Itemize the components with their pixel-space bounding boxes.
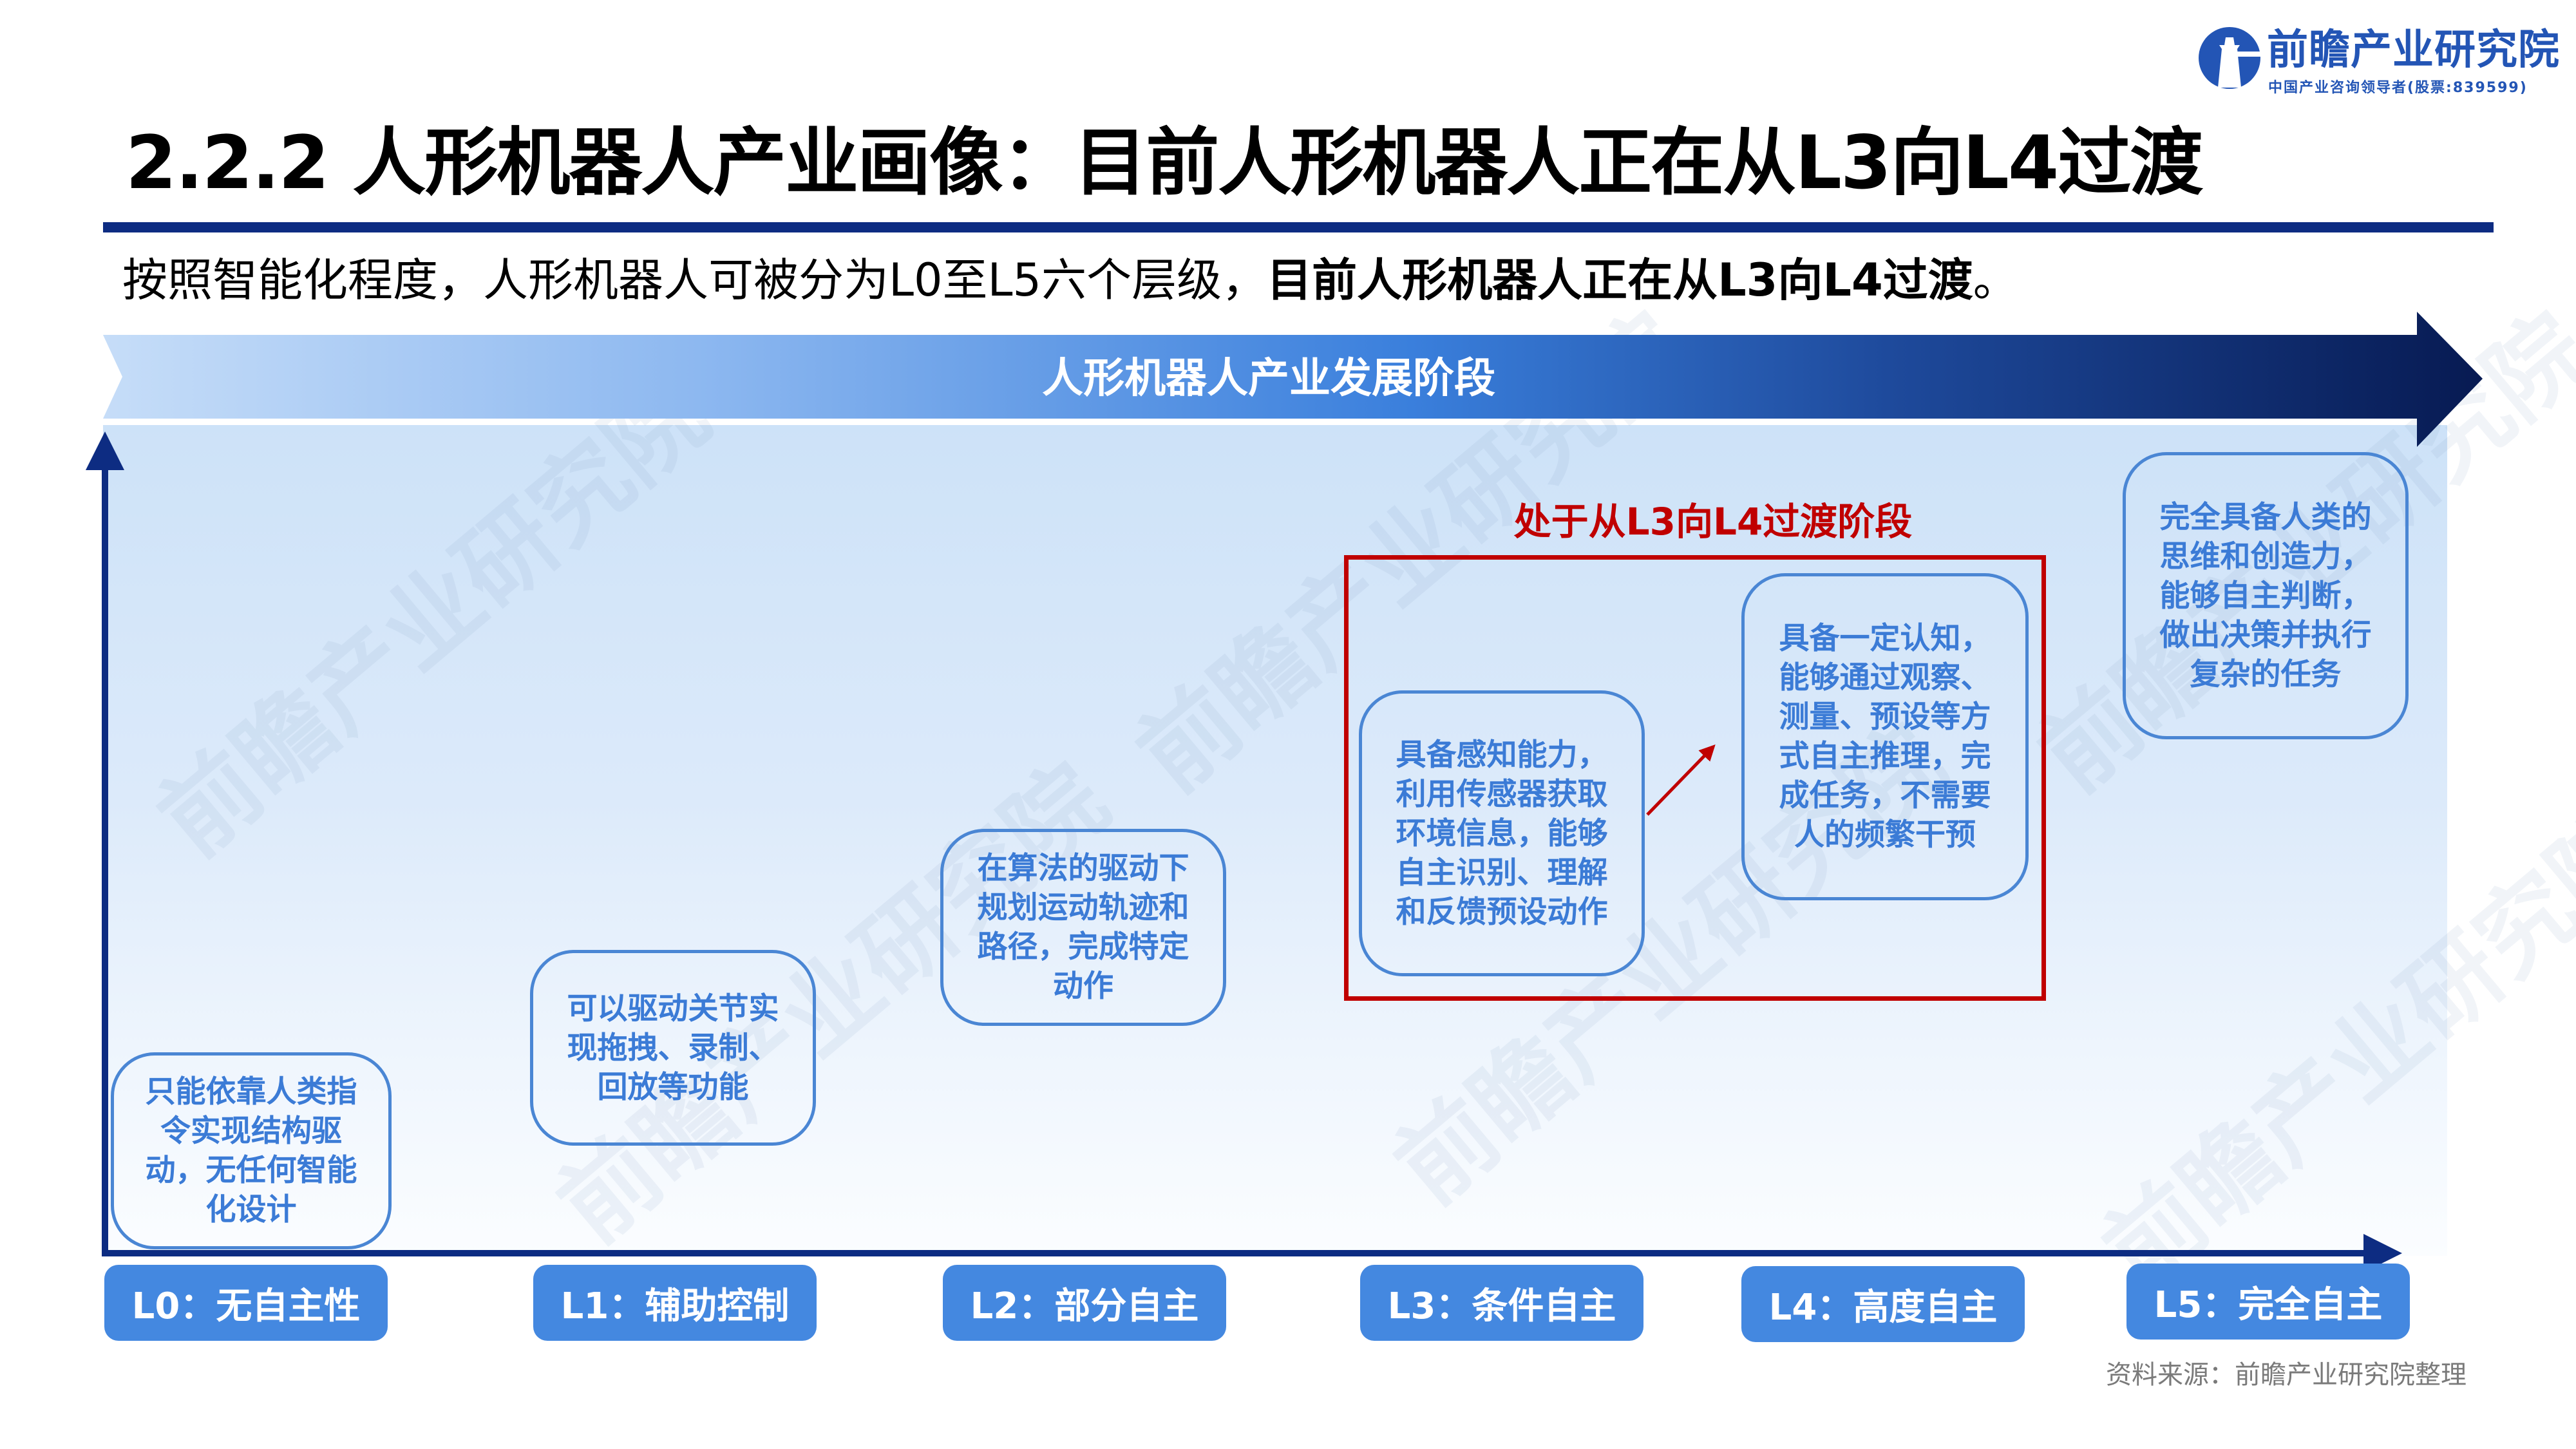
lighthouse-logo-icon bbox=[2199, 27, 2262, 89]
subtitle-end: 。 bbox=[1973, 254, 2018, 307]
level-description-l2: 在算法的驱动下规划运动轨迹和路径，完成特定动作 bbox=[940, 829, 1226, 1026]
level-description-l4: 具备一定认知，能够通过观察、测量、预设等方式自主推理，完成任务，不需要人的频繁干… bbox=[1741, 573, 2029, 900]
level-description-l1: 可以驱动关节实现拖拽、录制、回放等功能 bbox=[530, 950, 816, 1146]
page-subtitle: 按照智能化程度，人形机器人可被分为L0至L5六个层级，目前人形机器人正在从L3向… bbox=[122, 248, 2018, 312]
progress-arrow bbox=[1646, 744, 1716, 816]
brand-tagline: 中国产业咨询领导者(股票:839599) bbox=[2268, 80, 2528, 96]
transition-label: 处于从L3向L4过渡阶段 bbox=[1513, 500, 1913, 544]
level-pill-l0: L0：无自主性 bbox=[104, 1265, 388, 1341]
page-title: 2.2.2 人形机器人产业画像：目前人形机器人正在从L3向L4过渡 bbox=[126, 120, 2203, 205]
level-pill-l4: L4：高度自主 bbox=[1741, 1266, 2025, 1342]
title-divider bbox=[103, 222, 2494, 232]
stage-banner-arrow bbox=[103, 312, 2483, 447]
subtitle-text: 按照智能化程度，人形机器人可被分为L0至L5六个层级， bbox=[122, 254, 1267, 307]
level-description-l0: 只能依靠人类指令实现结构驱动，无任何智能化设计 bbox=[111, 1052, 392, 1249]
subtitle-emphasis: 目前人形机器人正在从L3向L4过渡 bbox=[1267, 254, 1973, 307]
banner-label: 人形机器人产业发展阶段 bbox=[1042, 355, 1495, 402]
level-pill-l5: L5：完全自主 bbox=[2126, 1264, 2410, 1340]
diagram-panel: 前瞻产业研究院 前瞻产业研究院 前瞻产业研究院 前瞻产业研究院 前瞻产业研究院 … bbox=[103, 293, 2576, 1309]
level-pill-l2: L2：部分自主 bbox=[943, 1265, 1226, 1341]
level-pill-l1: L1：辅助控制 bbox=[533, 1265, 817, 1341]
transition-highlight-box bbox=[1344, 555, 2046, 1001]
level-pill-l3: L3：条件自主 bbox=[1360, 1265, 1643, 1341]
source-note: 资料来源：前瞻产业研究院整理 bbox=[2106, 1360, 2467, 1390]
level-description-l3: 具备感知能力，利用传感器获取环境信息，能够自主识别、理解和反馈预设动作 bbox=[1359, 690, 1645, 976]
brand-name: 前瞻产业研究院 bbox=[2267, 26, 2560, 74]
level-description-l5: 完全具备人类的思维和创造力，能够自主判断，做出决策并执行复杂的任务 bbox=[2123, 452, 2409, 739]
brand-logo: 前瞻产业研究院 中国产业咨询领导者(股票:839599) bbox=[2197, 24, 2560, 96]
